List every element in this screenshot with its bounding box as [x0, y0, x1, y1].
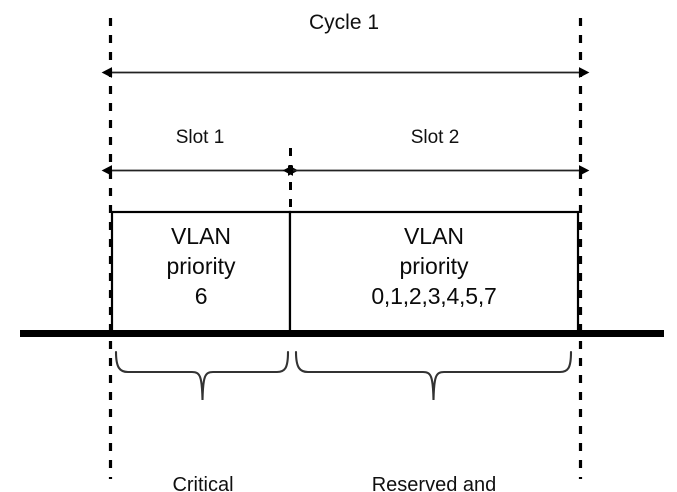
slot2-caption-line1: Reserved and [371, 473, 497, 492]
slot1-caption-line1: Critical [172, 473, 234, 492]
slot2-box [288, 210, 580, 335]
slot1-box-line2: priority [166, 252, 236, 279]
cycle-label: Cycle 1 [308, 11, 380, 34]
slot2-box-line1: VLAN [403, 223, 465, 249]
slot2-caption: Reserved and Best Effort Traffic [308, 424, 560, 492]
slot2-box-line2: priority [399, 252, 469, 279]
slot2-box-text: VLAN priority 0,1,2,3,4,5,7 [292, 222, 576, 312]
slot1-caption: Critical Traffic [128, 424, 278, 492]
slot2-brace [294, 350, 573, 401]
slot1-box-text: VLAN priority 6 [114, 222, 288, 312]
slot1-box-line1: VLAN [170, 223, 232, 249]
slot2-label: Slot 2 [410, 127, 460, 148]
slot2-box-priorities: 0,1,2,3,4,5,7 [371, 282, 497, 309]
slot1-brace [114, 350, 290, 401]
slot1-box [110, 210, 292, 335]
slot1-label: Slot 1 [175, 127, 225, 148]
slot1-box-priorities: 6 [194, 282, 208, 309]
